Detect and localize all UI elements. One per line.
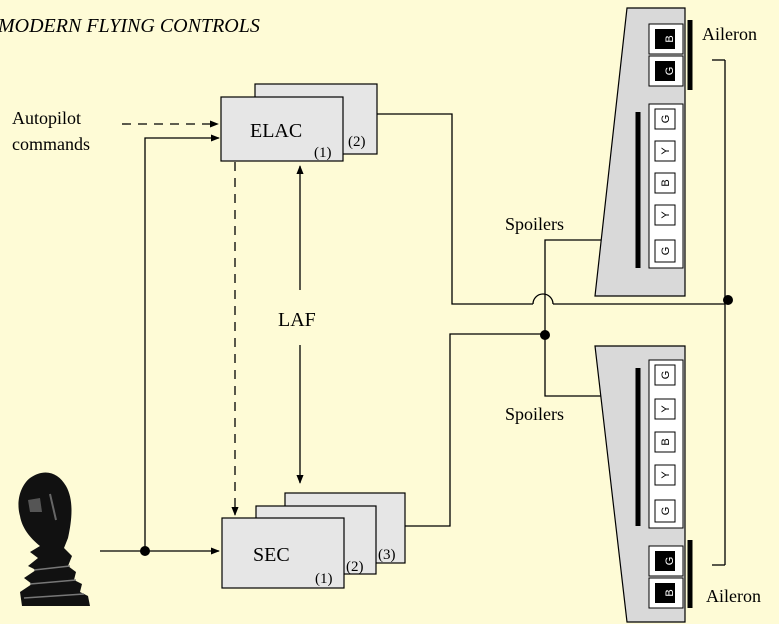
elac-output-wiring <box>377 59 733 566</box>
sec-unit-1: (1) <box>315 571 333 587</box>
wire-crossover <box>532 293 554 305</box>
sidestick-to-elac-arrow <box>144 134 220 551</box>
aileron-label-top: Aileron <box>702 24 757 44</box>
bottom-spoiler-hyd-3: B <box>660 438 672 445</box>
top-aileron-hyd-1: B <box>664 35 676 42</box>
spoilers-label-top: Spoilers <box>505 214 564 234</box>
top-spoiler-hyd-2: Y <box>660 147 672 155</box>
bottom-spoiler-hyd-4: Y <box>660 405 672 413</box>
spoiler-junction-dot <box>540 330 550 340</box>
bottom-wing: G Y B Y G G B <box>594 345 693 623</box>
autopilot-label-line2: commands <box>12 134 90 154</box>
autopilot-label-line1: Autopilot <box>12 108 81 128</box>
laf-label: LAF <box>278 309 316 331</box>
aileron-junction-dot <box>723 295 733 305</box>
aileron-label-bottom: Aileron <box>706 586 761 606</box>
top-spoiler-hyd-5: G <box>660 247 672 256</box>
top-spoiler-cells: G Y B Y G <box>648 103 684 269</box>
spoilers-label-bottom: Spoilers <box>505 404 564 424</box>
top-spoiler-hyd-3: B <box>660 179 672 186</box>
elac-label: ELAC <box>250 120 302 142</box>
sidestick-wiring <box>100 134 220 556</box>
bottom-spoiler-hyd-5: G <box>660 371 672 380</box>
bottom-spoiler-hyd-2: Y <box>660 471 672 479</box>
top-aileron-hyd-2: G <box>664 67 676 76</box>
sec-box-1 <box>221 517 345 589</box>
bottom-spoiler-hyd-1: G <box>660 507 672 516</box>
bottom-aileron-hyd-1: G <box>664 557 676 566</box>
sec-unit-3: (3) <box>378 547 396 563</box>
sidestick-junction-dot <box>140 546 150 556</box>
diagram-title: MODERN FLYING CONTROLS <box>0 15 260 37</box>
elac-unit-1: (1) <box>314 145 332 161</box>
top-spoiler-hyd-1: G <box>660 115 672 124</box>
top-spoiler-hyd-4: Y <box>660 211 672 219</box>
sec-unit-2: (2) <box>346 559 364 575</box>
sec-computers: SEC (1) (2) (3) <box>221 492 406 589</box>
sidestick-icon <box>18 472 90 606</box>
bottom-aileron-hyd-2: B <box>664 589 676 596</box>
sec-label: SEC <box>253 544 290 566</box>
elac-unit-2: (2) <box>348 134 366 150</box>
elac-computers: ELAC (1) (2) <box>220 83 378 162</box>
top-wing: B G G Y B Y G <box>594 7 693 297</box>
bottom-spoiler-cells: G Y B Y G <box>648 359 684 529</box>
elac-box-1 <box>220 96 344 162</box>
